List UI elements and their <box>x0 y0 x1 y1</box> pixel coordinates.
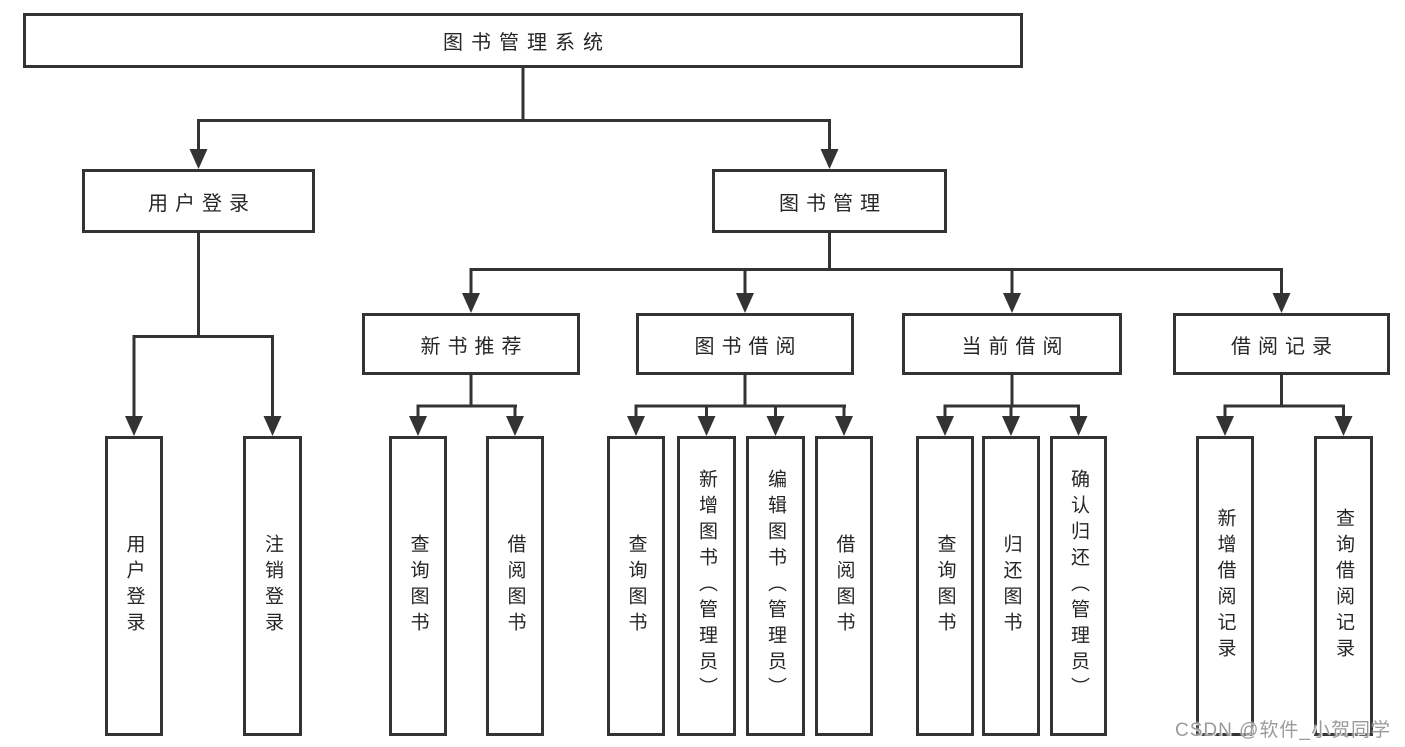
arrowhead <box>820 149 839 169</box>
edge-book-borrow-to-leaves <box>634 375 846 417</box>
node-root-label: 图书管理系统 <box>443 32 611 54</box>
arrowhead <box>736 293 754 313</box>
edge-root-to-level2 <box>197 68 831 151</box>
arrowhead <box>697 416 716 436</box>
node-user-login-label: 用户登录 <box>148 192 256 215</box>
edge-borrow-record-to-leaves <box>1223 375 1345 417</box>
node-leaf-query-borrow-record: 查询借阅记录 <box>1314 436 1373 736</box>
node-leaf-query-book-recommend-label: 查询图书 <box>407 534 429 638</box>
arrowhead <box>1272 293 1291 313</box>
node-leaf-return-book-label: 归还图书 <box>1000 534 1022 638</box>
node-leaf-add-borrow-record-label: 新增借阅记录 <box>1214 508 1236 664</box>
node-leaf-add-borrow-record: 新增借阅记录 <box>1196 436 1254 736</box>
arrowhead <box>409 416 427 436</box>
node-leaf-query-book-current: 查询图书 <box>916 436 974 736</box>
node-leaf-borrow-book: 借阅图书 <box>815 436 873 736</box>
edge-new-book-recommend-to-leaves <box>416 375 517 417</box>
arrowhead <box>936 416 954 436</box>
node-leaf-add-book-admin: 新增图书（管理员） <box>677 436 736 736</box>
node-new-book-recommend-label: 新书推荐 <box>420 335 529 358</box>
arrowhead <box>462 293 480 313</box>
node-leaf-logout: 注销登录 <box>243 436 302 736</box>
arrowhead <box>1002 416 1020 436</box>
node-leaf-edit-book-admin: 编辑图书（管理员） <box>746 436 805 736</box>
node-new-book-recommend: 新书推荐 <box>362 313 580 375</box>
node-leaf-borrow-book-recommend: 借阅图书 <box>486 436 544 736</box>
node-book-management: 图书管理 <box>712 169 947 233</box>
node-book-borrow: 图书借阅 <box>636 313 854 375</box>
node-book-borrow-label: 图书借阅 <box>694 335 803 358</box>
arrowhead <box>506 416 524 436</box>
arrowhead <box>627 416 645 436</box>
arrowhead <box>125 416 143 436</box>
node-leaf-query-book-borrow-label: 查询图书 <box>625 534 647 638</box>
node-borrow-record: 借阅记录 <box>1173 313 1390 375</box>
node-book-management-label: 图书管理 <box>779 192 887 215</box>
node-leaf-edit-book-admin-label: 编辑图书（管理员） <box>765 469 786 703</box>
node-leaf-query-book-recommend: 查询图书 <box>389 436 447 736</box>
csdn-watermark: CSDN @软件_小贺同学 <box>1175 720 1391 741</box>
arrowhead <box>1334 416 1353 436</box>
node-leaf-borrow-book-label: 借阅图书 <box>833 534 855 638</box>
node-leaf-user-login: 用户登录 <box>105 436 163 736</box>
node-leaf-user-login-label: 用户登录 <box>123 534 145 638</box>
node-root: 图书管理系统 <box>23 13 1023 68</box>
arrowhead <box>1216 416 1234 436</box>
arrowhead <box>189 149 208 169</box>
node-current-borrow-label: 当前借阅 <box>961 335 1070 358</box>
node-leaf-return-book: 归还图书 <box>982 436 1040 736</box>
arrowhead <box>835 416 853 436</box>
node-current-borrow: 当前借阅 <box>902 313 1122 375</box>
node-leaf-confirm-return-admin: 确认归还（管理员） <box>1050 436 1107 736</box>
arrowhead <box>1069 416 1088 436</box>
node-leaf-add-book-admin-label: 新增图书（管理员） <box>696 469 717 703</box>
node-leaf-query-borrow-record-label: 查询借阅记录 <box>1333 508 1354 664</box>
arrowhead <box>263 416 282 436</box>
node-leaf-borrow-book-recommend-label: 借阅图书 <box>504 534 526 638</box>
node-leaf-query-book-borrow: 查询图书 <box>607 436 665 736</box>
node-leaf-query-book-current-label: 查询图书 <box>934 534 956 638</box>
edge-book-management-to-level3 <box>469 233 1283 294</box>
node-leaf-logout-label: 注销登录 <box>262 534 283 638</box>
node-borrow-record-label: 借阅记录 <box>1231 335 1339 358</box>
arrowhead <box>766 416 785 436</box>
edge-current-borrow-to-leaves <box>943 375 1080 417</box>
node-leaf-confirm-return-admin-label: 确认归还（管理员） <box>1068 469 1089 703</box>
node-user-login: 用户登录 <box>82 169 315 233</box>
edge-user-login-to-leaves <box>132 233 274 417</box>
arrowhead <box>1003 293 1021 313</box>
